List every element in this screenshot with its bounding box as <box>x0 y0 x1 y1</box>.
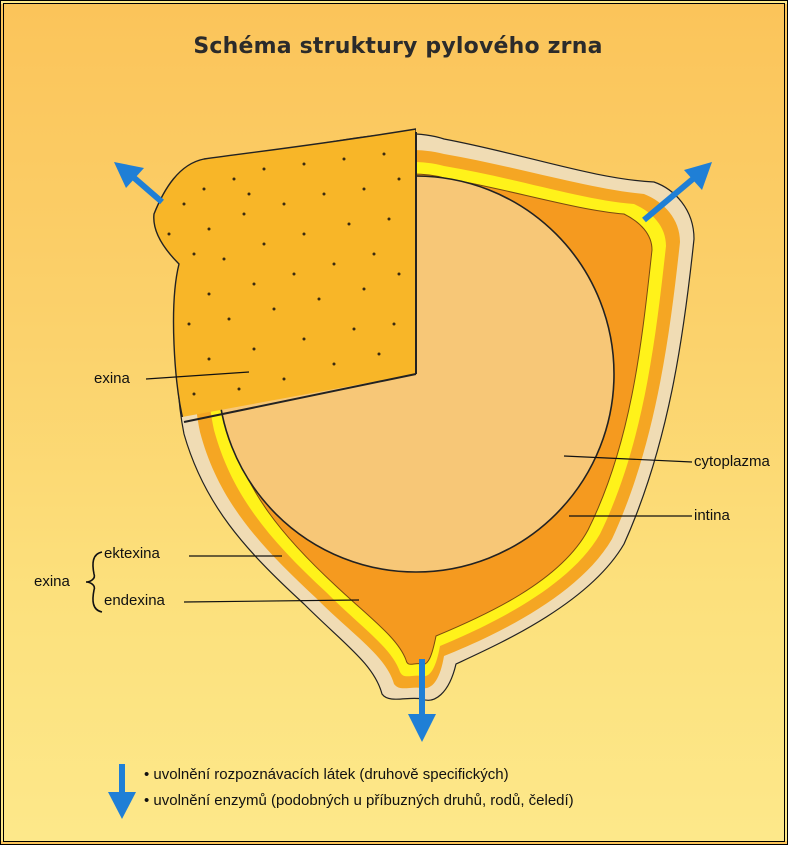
label-exina-group: exina <box>34 573 70 590</box>
label-ektexina: ektexina <box>104 545 160 562</box>
pollen-grain-diagram <box>4 4 788 845</box>
legend-arrow-icon <box>108 764 136 819</box>
label-endexina: endexina <box>104 592 165 609</box>
label-exina-cutaway: exina <box>94 370 130 387</box>
label-cytoplazma: cytoplazma <box>694 453 770 470</box>
exina-brace <box>86 552 102 612</box>
legend-item-recognition: • uvolnění rozpoznávacích látek (druhově… <box>144 766 509 783</box>
label-intina: intina <box>694 507 730 524</box>
arrow-top-left <box>114 162 162 202</box>
legend-item-enzymes: • uvolnění enzymů (podobných u příbuznýc… <box>144 792 574 809</box>
